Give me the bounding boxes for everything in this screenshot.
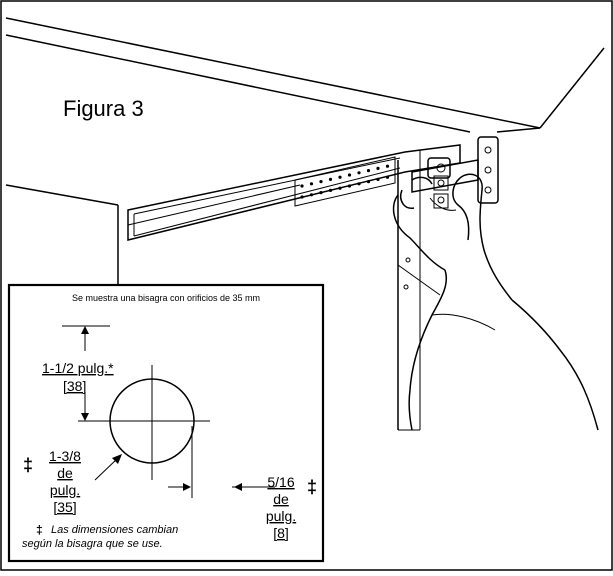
inset-box: Se muestra una bisagra con orificios de … (7, 283, 325, 563)
dim-diameter-marker: ‡ (23, 455, 33, 475)
footnote-marker: ‡ (36, 523, 43, 537)
rail-hole (366, 169, 371, 173)
dim-diameter-line3: pulg. (50, 482, 80, 498)
drawer-slide-rail (127, 144, 461, 241)
inset-caption: Se muestra una bisagra con orificios de … (72, 293, 260, 303)
rail-hole (328, 177, 333, 181)
rail-hole (319, 180, 323, 184)
dim-diameter-metric: [35] (53, 499, 76, 515)
rail-hole (328, 188, 333, 192)
arrow-down (81, 413, 89, 421)
arrow-up (81, 326, 89, 334)
dim-diameter-line1: 1-3/8 (49, 448, 81, 464)
footnote-line1: Las dimensiones cambian (51, 524, 178, 536)
hinge (411, 136, 499, 209)
rail-hole (338, 186, 342, 190)
rail-hole (366, 180, 371, 184)
rail-hole (319, 191, 323, 195)
rail-hole (309, 193, 314, 197)
cabinet-drawing (5, 17, 605, 431)
dim-edge-line2: de (273, 491, 289, 507)
rail-hole (309, 182, 314, 186)
rail-hole (385, 164, 390, 168)
dim-edge-line3: pulg. (266, 508, 296, 524)
rail-hole (357, 182, 361, 186)
dim-vertical-metric: [38] (63, 378, 86, 394)
rail-hole (300, 184, 304, 188)
rail-hole (347, 173, 352, 177)
rail-hole (376, 177, 380, 181)
rail-hole (300, 195, 304, 199)
dim-edge-marker: ‡ (307, 477, 317, 497)
figure-title: Figura 3 (63, 96, 144, 121)
dim-edge-line1: 5/16 (267, 474, 294, 490)
dim-vertical-imperial: 1-1/2 pulg.* (42, 360, 114, 376)
dim-diameter-line2: de (57, 465, 73, 481)
rail-hole (347, 184, 352, 188)
rail-hole (385, 175, 390, 179)
rail-hole (376, 166, 380, 170)
rail-mounting-holes (300, 164, 390, 199)
rail-hole (357, 171, 361, 175)
dim-edge-metric: [8] (273, 525, 289, 541)
rail-hole (338, 175, 342, 179)
hand-illustration (392, 173, 599, 431)
footnote-line2: según la bisagra que se use. (22, 538, 163, 550)
